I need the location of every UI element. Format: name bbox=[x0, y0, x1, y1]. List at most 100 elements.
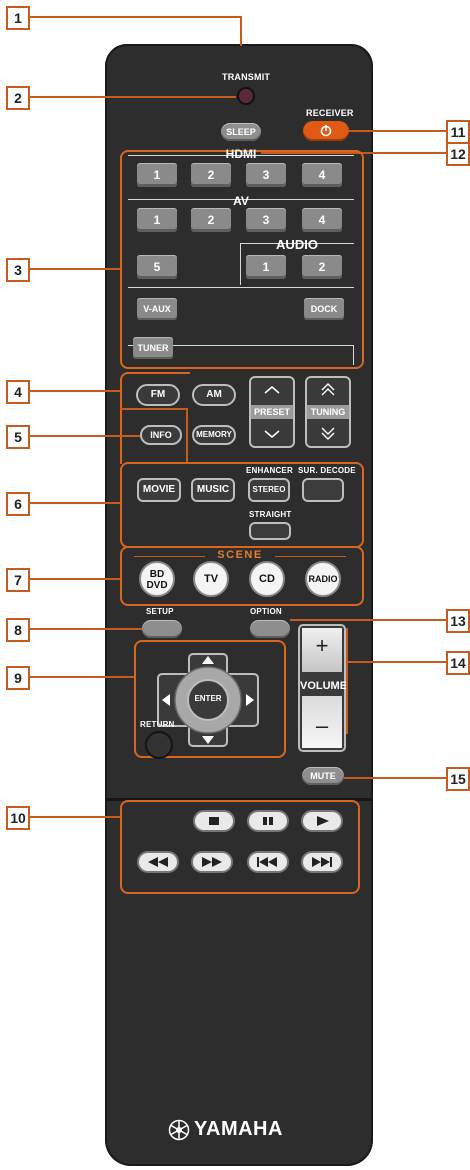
skip-back-button[interactable] bbox=[247, 851, 289, 873]
receiver-power-button[interactable] bbox=[303, 121, 349, 141]
callout-10-line bbox=[30, 816, 120, 818]
preset-down-icon[interactable] bbox=[263, 428, 281, 440]
setup-button[interactable] bbox=[142, 620, 182, 638]
mute-button[interactable]: MUTE bbox=[302, 767, 344, 785]
memory-button[interactable]: MEMORY bbox=[192, 425, 236, 445]
setup-label: SETUP bbox=[146, 607, 174, 616]
scene-dvd-label: DVD bbox=[146, 580, 168, 591]
volume-rocker[interactable]: + VOLUME – bbox=[298, 624, 347, 752]
music-button[interactable]: MUSIC bbox=[191, 478, 235, 502]
return-button[interactable] bbox=[145, 731, 173, 759]
pause-button[interactable] bbox=[247, 810, 289, 832]
play-icon bbox=[317, 816, 329, 826]
callout-13: 13 bbox=[446, 609, 470, 633]
fast-forward-button[interactable] bbox=[191, 851, 233, 873]
scene-tv-button[interactable]: TV bbox=[193, 561, 229, 597]
callout-15: 15 bbox=[446, 767, 470, 791]
transport-group bbox=[120, 800, 360, 894]
stop-button[interactable] bbox=[193, 810, 235, 832]
av-5-button[interactable]: 5 bbox=[137, 255, 177, 279]
hdmi-3-button[interactable]: 3 bbox=[246, 163, 286, 187]
stop-icon bbox=[209, 817, 219, 825]
tuning-down-icon[interactable] bbox=[319, 425, 337, 441]
callout-2-line bbox=[30, 96, 236, 98]
audio-2-button[interactable]: 2 bbox=[302, 255, 342, 279]
av-4-button[interactable]: 4 bbox=[302, 208, 342, 232]
volume-down-button[interactable]: – bbox=[302, 696, 342, 748]
nav-pad-group bbox=[134, 640, 286, 758]
callout-12: 12 bbox=[446, 142, 470, 166]
pause-icon bbox=[263, 817, 273, 825]
callout-11: 11 bbox=[446, 120, 470, 144]
av-title: AV bbox=[233, 194, 249, 208]
callout-3: 3 bbox=[6, 258, 30, 282]
callout-4-line bbox=[30, 390, 120, 392]
power-icon bbox=[320, 125, 332, 137]
callout-15-line bbox=[344, 777, 446, 779]
callout-7-line bbox=[30, 578, 120, 580]
hdmi-top-line bbox=[128, 155, 354, 156]
receiver-label: RECEIVER bbox=[306, 108, 354, 118]
skip-forward-button[interactable] bbox=[301, 851, 343, 873]
callout-6-line bbox=[30, 502, 120, 504]
scene-radio-button[interactable]: RADIO bbox=[305, 561, 341, 597]
tuning-rocker[interactable]: TUNING bbox=[305, 376, 351, 448]
preset-rocker[interactable]: PRESET bbox=[249, 376, 295, 448]
rewind-icon bbox=[148, 857, 168, 867]
scene-cd-button[interactable]: CD bbox=[249, 561, 285, 597]
av-2-button[interactable]: 2 bbox=[191, 208, 231, 232]
enter-label: ENTER bbox=[194, 694, 222, 703]
callout-4-line-c bbox=[186, 408, 188, 462]
vaux-button[interactable]: V-AUX bbox=[137, 298, 177, 320]
sleep-button[interactable]: SLEEP bbox=[221, 123, 261, 141]
transmit-label: TRANSMIT bbox=[222, 72, 271, 82]
straight-button[interactable] bbox=[249, 522, 291, 540]
movie-button[interactable]: MOVIE bbox=[137, 478, 181, 502]
fm-button[interactable]: FM bbox=[136, 384, 180, 406]
tuner-right-line bbox=[353, 345, 354, 365]
sur-decode-button[interactable] bbox=[302, 478, 344, 502]
am-button[interactable]: AM bbox=[192, 384, 236, 406]
callout-8: 8 bbox=[6, 618, 30, 642]
hdmi-4-button[interactable]: 4 bbox=[302, 163, 342, 187]
callout-10: 10 bbox=[6, 806, 30, 830]
callout-2: 2 bbox=[6, 86, 30, 110]
preset-up-icon[interactable] bbox=[263, 384, 281, 396]
input-select-group bbox=[120, 150, 364, 369]
av-3-button[interactable]: 3 bbox=[246, 208, 286, 232]
callout-1-line bbox=[30, 16, 242, 18]
option-button[interactable] bbox=[250, 620, 290, 638]
scene-bd-label: BD bbox=[149, 569, 165, 580]
nav-pad[interactable]: ENTER bbox=[148, 650, 268, 750]
rewind-button[interactable] bbox=[137, 851, 179, 873]
hdmi-1-button[interactable]: 1 bbox=[137, 163, 177, 187]
stereo-button[interactable]: STEREO bbox=[248, 478, 290, 502]
callout-14: 14 bbox=[446, 651, 470, 675]
yamaha-logo: YAMAHA bbox=[168, 1116, 338, 1144]
dock-button[interactable]: DOCK bbox=[304, 298, 344, 320]
callout-14-line bbox=[346, 661, 446, 663]
scene-bd-dvd-button[interactable]: BD DVD bbox=[139, 561, 175, 597]
play-button[interactable] bbox=[301, 810, 343, 832]
av-top-line bbox=[128, 199, 354, 200]
av-bottom-line bbox=[128, 287, 354, 288]
skip-back-icon bbox=[257, 857, 277, 867]
tuning-up-icon[interactable] bbox=[319, 381, 337, 397]
audio-title: AUDIO bbox=[276, 237, 318, 252]
option-label: OPTION bbox=[250, 607, 282, 616]
callout-7: 7 bbox=[6, 568, 30, 592]
callout-12-line bbox=[261, 152, 446, 154]
scene-title: SCENE bbox=[205, 549, 275, 561]
av-1-button[interactable]: 1 bbox=[137, 208, 177, 232]
tuner-button[interactable]: TUNER bbox=[133, 337, 173, 359]
hdmi-2-button[interactable]: 2 bbox=[191, 163, 231, 187]
callout-9: 9 bbox=[6, 666, 30, 690]
info-button[interactable]: INFO bbox=[140, 425, 182, 445]
callout-1: 1 bbox=[6, 6, 30, 30]
callout-5: 5 bbox=[6, 425, 30, 449]
callout-3-line bbox=[30, 268, 120, 270]
volume-up-button[interactable]: + bbox=[302, 628, 342, 672]
audio-1-button[interactable]: 1 bbox=[246, 255, 286, 279]
straight-label: STRAIGHT bbox=[249, 510, 292, 519]
tuning-fork-emblem-icon bbox=[168, 1119, 190, 1141]
